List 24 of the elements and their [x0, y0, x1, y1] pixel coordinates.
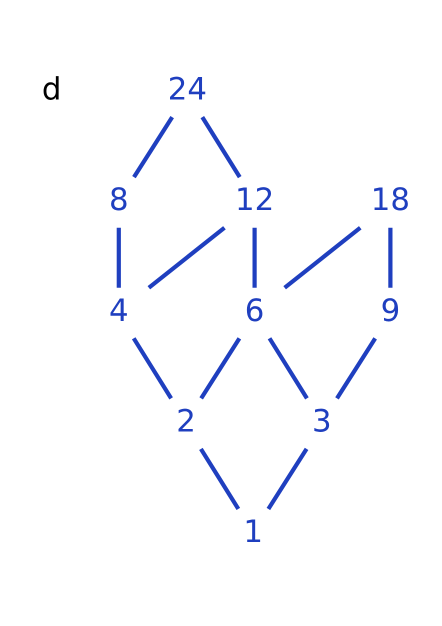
connector — [335, 337, 377, 400]
node-text: 6 — [244, 292, 264, 329]
connector — [200, 116, 242, 178]
node-text: 8 — [108, 182, 129, 218]
connector — [132, 337, 173, 400]
node-text: 24 — [168, 72, 207, 108]
node-text: 2 — [176, 403, 196, 440]
node-text: 9 — [380, 292, 400, 329]
node-text: 18 — [370, 182, 410, 218]
node-text: 3 — [312, 403, 332, 440]
node-text: 1 — [243, 514, 264, 550]
connector — [283, 226, 362, 290]
label: d — [42, 72, 62, 108]
connector — [252, 228, 257, 288]
connector — [148, 226, 226, 290]
connector — [116, 228, 121, 288]
node-text: 4 — [108, 292, 129, 329]
node-text: 12 — [235, 182, 274, 218]
connector — [388, 228, 392, 288]
connector — [199, 448, 240, 510]
connector — [266, 448, 308, 510]
connector — [132, 116, 174, 178]
connector — [268, 337, 309, 400]
connector — [199, 337, 242, 400]
